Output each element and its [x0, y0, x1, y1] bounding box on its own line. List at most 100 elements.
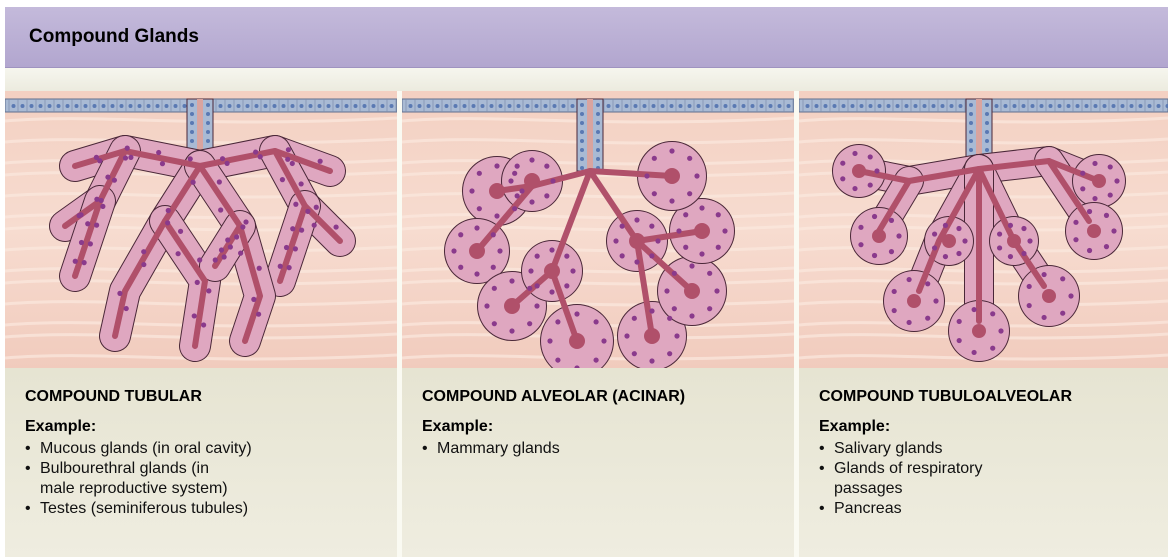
epithelial-nucleus	[57, 104, 61, 108]
epithelial-nucleus	[941, 104, 945, 108]
secretory-nucleus	[933, 298, 938, 303]
example-item: Mammary glands	[422, 439, 560, 459]
secretory-nucleus	[943, 254, 948, 259]
epithelial-nucleus	[1031, 104, 1035, 108]
epithelial-nucleus	[102, 104, 106, 108]
secretory-nucleus	[197, 257, 202, 262]
epithelial-nucleus	[345, 104, 349, 108]
epithelial-nucleus	[1049, 104, 1053, 108]
secretory-nucleus	[1108, 192, 1113, 197]
epithelial-nucleus	[562, 104, 566, 108]
epithelial-nucleus	[219, 104, 223, 108]
secretory-nucleus	[872, 214, 877, 219]
compound-tubuloalveolar-illustration	[799, 91, 1168, 368]
secretory-nucleus	[620, 253, 625, 258]
epithelial-nucleus	[300, 104, 304, 108]
epithelial-nucleus	[596, 130, 600, 134]
secretory-nucleus	[956, 226, 961, 231]
alveolus-lumen	[1007, 234, 1021, 248]
epithelial-nucleus	[580, 112, 584, 116]
secretory-nucleus	[529, 157, 534, 162]
epithelial-nucleus	[39, 104, 43, 108]
secretory-nucleus	[312, 223, 317, 228]
secretory-nucleus	[494, 213, 499, 218]
secretory-nucleus	[519, 188, 524, 193]
secretory-nucleus	[544, 193, 549, 198]
epithelial-nucleus	[1112, 104, 1116, 108]
epithelial-nucleus	[596, 121, 600, 125]
epithelial-nucleus	[580, 121, 584, 125]
epithelial-nucleus	[842, 104, 846, 108]
secretory-nucleus	[699, 205, 704, 210]
secretory-nucleus	[165, 220, 170, 225]
secretory-nucleus	[632, 351, 637, 356]
secretory-nucleus	[527, 286, 532, 291]
example-item: Mucous glands (in oral cavity)	[25, 439, 252, 459]
secretory-nucleus	[699, 251, 704, 256]
epithelial-nucleus	[778, 104, 782, 108]
alveolus-lumen	[907, 294, 921, 308]
example-list: Mucous glands (in oral cavity) Bulbouret…	[25, 439, 252, 519]
secretory-nucleus	[458, 265, 463, 270]
acinus-lumen	[644, 328, 660, 344]
epithelial-nucleus	[190, 103, 194, 107]
epithelial-nucleus	[120, 104, 124, 108]
secretory-nucleus	[632, 316, 637, 321]
epithelial-nucleus	[697, 104, 701, 108]
alveolus-lumen	[852, 164, 866, 178]
secretory-nucleus	[287, 265, 292, 270]
epithelial-nucleus	[733, 104, 737, 108]
secretory-nucleus	[491, 265, 496, 270]
epithelial-nucleus	[237, 104, 241, 108]
secretory-nucleus	[925, 316, 930, 321]
secretory-nucleus	[1073, 237, 1078, 242]
secretory-nucleus	[683, 245, 688, 250]
epithelial-nucleus	[824, 104, 828, 108]
epithelial-nucleus	[190, 112, 194, 116]
secretory-nucleus	[889, 249, 894, 254]
secretory-nucleus	[213, 257, 218, 262]
epithelial-nucleus	[969, 130, 973, 134]
epithelial-nucleus	[596, 112, 600, 116]
secretory-nucleus	[652, 191, 657, 196]
epithelial-nucleus	[409, 104, 413, 108]
epithelial-nucleus	[760, 104, 764, 108]
epithelial-nucleus	[851, 104, 855, 108]
compound-glands-figure: Compound Glands COMPOUND TUBULAR Example…	[5, 7, 1168, 557]
secretory-nucleus	[141, 262, 146, 267]
acinus-lumen	[569, 333, 585, 349]
epithelial-nucleus	[1004, 104, 1008, 108]
epithelial-nucleus	[390, 104, 394, 108]
secretory-nucleus	[957, 338, 962, 343]
secretory-nucleus	[683, 212, 688, 217]
secretory-nucleus	[644, 173, 649, 178]
secretory-nucleus	[1008, 223, 1013, 228]
secretory-nucleus	[990, 311, 995, 316]
secretory-nucleus	[574, 311, 579, 316]
epithelial-nucleus	[634, 104, 638, 108]
secretory-nucleus	[123, 155, 128, 160]
secretory-nucleus	[494, 163, 499, 168]
secretory-nucleus	[94, 155, 99, 160]
epithelial-nucleus	[481, 104, 485, 108]
secretory-nucleus	[874, 168, 879, 173]
secretory-nucleus	[892, 289, 897, 294]
secretory-nucleus	[676, 228, 681, 233]
panel-title: COMPOUND TUBULOALVEOLAR	[819, 388, 1072, 406]
secretory-nucleus	[293, 202, 298, 207]
secretory-nucleus	[907, 320, 912, 325]
secretory-nucleus	[191, 180, 196, 185]
epithelial-nucleus	[228, 104, 232, 108]
secretory-nucleus	[570, 268, 575, 273]
secretory-nucleus	[105, 175, 110, 180]
secretory-nucleus	[284, 245, 289, 250]
secretory-nucleus	[79, 240, 84, 245]
secretory-nucleus	[305, 209, 310, 214]
secretory-nucleus	[218, 207, 223, 212]
secretory-nucleus	[962, 238, 967, 243]
epithelial-nucleus	[887, 104, 891, 108]
epithelial-nucleus	[769, 104, 773, 108]
acinus-lumen	[544, 263, 560, 279]
secretory-nucleus	[1087, 248, 1092, 253]
secretory-nucleus	[1087, 209, 1092, 214]
